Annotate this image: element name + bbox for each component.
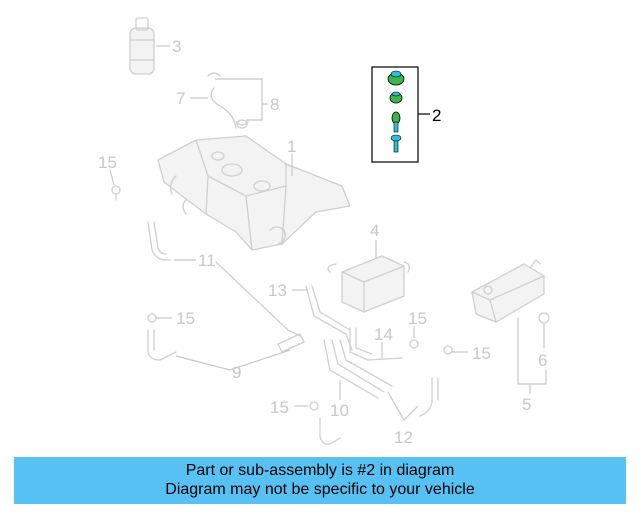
part-15-center: [409, 326, 419, 349]
part-11-hose: [147, 221, 301, 337]
part-3-reservoir: [129, 17, 170, 75]
callout-9: 9: [232, 363, 241, 382]
callout-1: 1: [287, 137, 296, 156]
callout-15b: 15: [176, 309, 195, 328]
part-14-hose: [349, 327, 403, 361]
part-10-12-pipes: [319, 339, 439, 445]
callout-15e: 15: [270, 398, 289, 417]
part-7-8-hose: [190, 72, 268, 129]
callout-2: 2: [432, 106, 441, 125]
part-5-6-canister: [471, 259, 550, 394]
part-1-crossmember: [157, 135, 351, 251]
part-13-hose: [292, 285, 353, 351]
callout-15a: 15: [98, 153, 117, 172]
part-4-module: [327, 240, 410, 313]
part-15-upper-left: [109, 169, 121, 201]
callout-11: 11: [198, 251, 216, 270]
part-2-mount-kit: [371, 66, 430, 163]
part-9-hose: [147, 329, 305, 371]
callout-15d: 15: [472, 344, 491, 363]
part-15-middle-left: [147, 313, 172, 323]
banner-line-1: Part or sub-assembly is #2 in diagram: [185, 462, 455, 479]
callout-13: 13: [268, 281, 287, 300]
callout-7: 7: [176, 89, 185, 108]
callout-6: 6: [538, 351, 547, 370]
callout-14: 14: [374, 325, 393, 344]
callout-10: 10: [330, 401, 349, 420]
callout-4: 4: [370, 221, 379, 240]
callout-5: 5: [522, 395, 531, 414]
part-15-lower: [294, 401, 319, 411]
banner-line-2: Diagram may not be specific to your vehi…: [165, 481, 475, 498]
callout-8: 8: [270, 95, 279, 114]
part-15-right: [443, 345, 468, 355]
callout-12: 12: [394, 428, 413, 447]
callout-15c: 15: [408, 309, 427, 328]
info-banner: Part or sub-assembly is #2 in diagram Di…: [14, 457, 626, 504]
callout-3: 3: [172, 37, 181, 56]
